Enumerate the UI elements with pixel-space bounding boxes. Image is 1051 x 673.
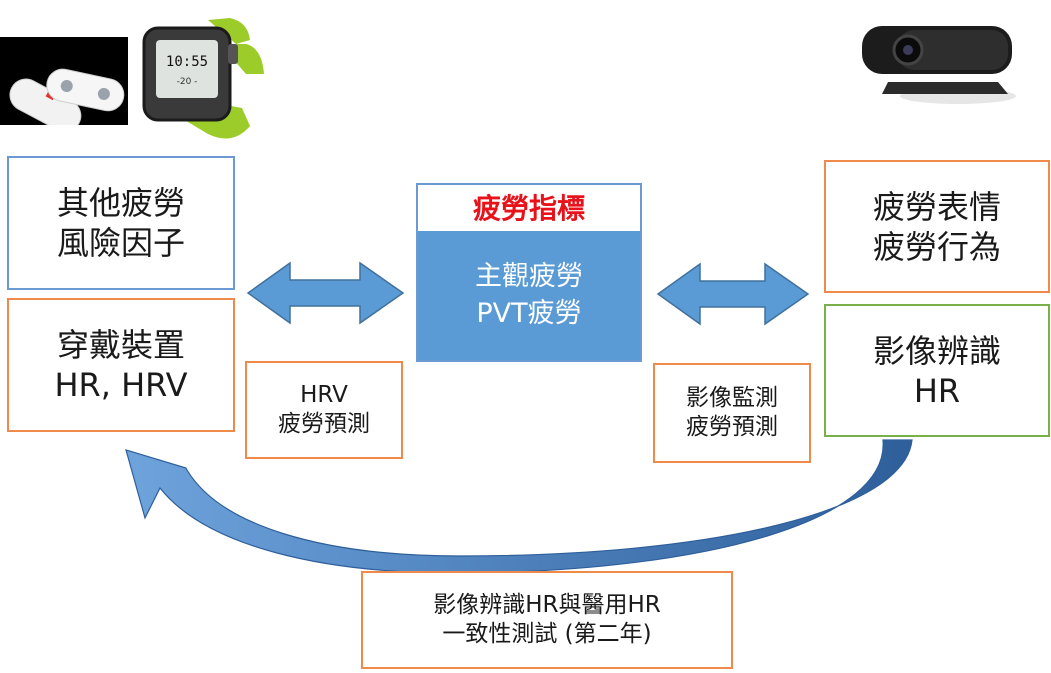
image-recognition-hr-box: 影像辨識 HR (824, 304, 1050, 437)
other-fatigue-line-2: 風險因子 (56, 224, 185, 262)
fatigue-indicator-body: 主觀疲勞 PVT疲勞 (418, 229, 640, 360)
svg-text:10:55: 10:55 (166, 54, 208, 70)
consistency-line-2: 一致性測試 (第二年) (442, 621, 652, 647)
image-monitor-prediction-box: 影像監測 疲勞預測 (653, 363, 811, 463)
hrv-prediction-box: HRV 疲勞預測 (245, 361, 403, 459)
hrv-prediction-line-2: 疲勞預測 (278, 411, 370, 437)
fatigue-indicator-header: 疲勞指標 (418, 185, 640, 229)
wearable-line-2: HR, HRV (54, 366, 188, 404)
consistency-test-box: 影像辨識HR與醫用HR 一致性測試 (第二年) (361, 571, 733, 669)
fatigue-expression-box: 疲勞表情 疲勞行為 (824, 160, 1050, 293)
svg-text:-20 -: -20 - (177, 77, 198, 87)
wearable-device-box: 穿戴裝置 HR, HRV (7, 298, 235, 432)
image-monitor-line-1: 影像監測 (686, 385, 778, 412)
pvt-fatigue-line: PVT疲勞 (476, 297, 582, 329)
fatigue-indicator-box: 疲勞指標 主觀疲勞 PVT疲勞 (416, 183, 642, 362)
fatigue-expression-line-2: 疲勞行為 (872, 227, 1001, 266)
webcam-image (862, 26, 1016, 104)
image-recognition-line-2: HR (913, 371, 961, 410)
image-recognition-line-1: 影像辨識 (872, 331, 1001, 370)
curved-return-arrow (125, 439, 913, 574)
consistency-line-1: 影像辨識HR與醫用HR (433, 592, 661, 619)
fatigue-expression-line-1: 疲勞表情 (872, 187, 1001, 226)
double-arrow-left (246, 261, 405, 325)
other-fatigue-risk-box: 其他疲勞 風險因子 (7, 156, 235, 290)
image-monitor-line-2: 疲勞預測 (686, 414, 778, 440)
wearable-line-1: 穿戴裝置 (56, 326, 185, 364)
wearable-sensor-image (0, 37, 128, 125)
double-arrow-right (656, 262, 810, 326)
other-fatigue-line-1: 其他疲勞 (56, 184, 185, 222)
subjective-fatigue-line: 主觀疲勞 (475, 261, 583, 293)
hrv-prediction-line-1: HRV (300, 382, 348, 409)
smartwatch-image: 10:55 -20 - (142, 18, 264, 139)
